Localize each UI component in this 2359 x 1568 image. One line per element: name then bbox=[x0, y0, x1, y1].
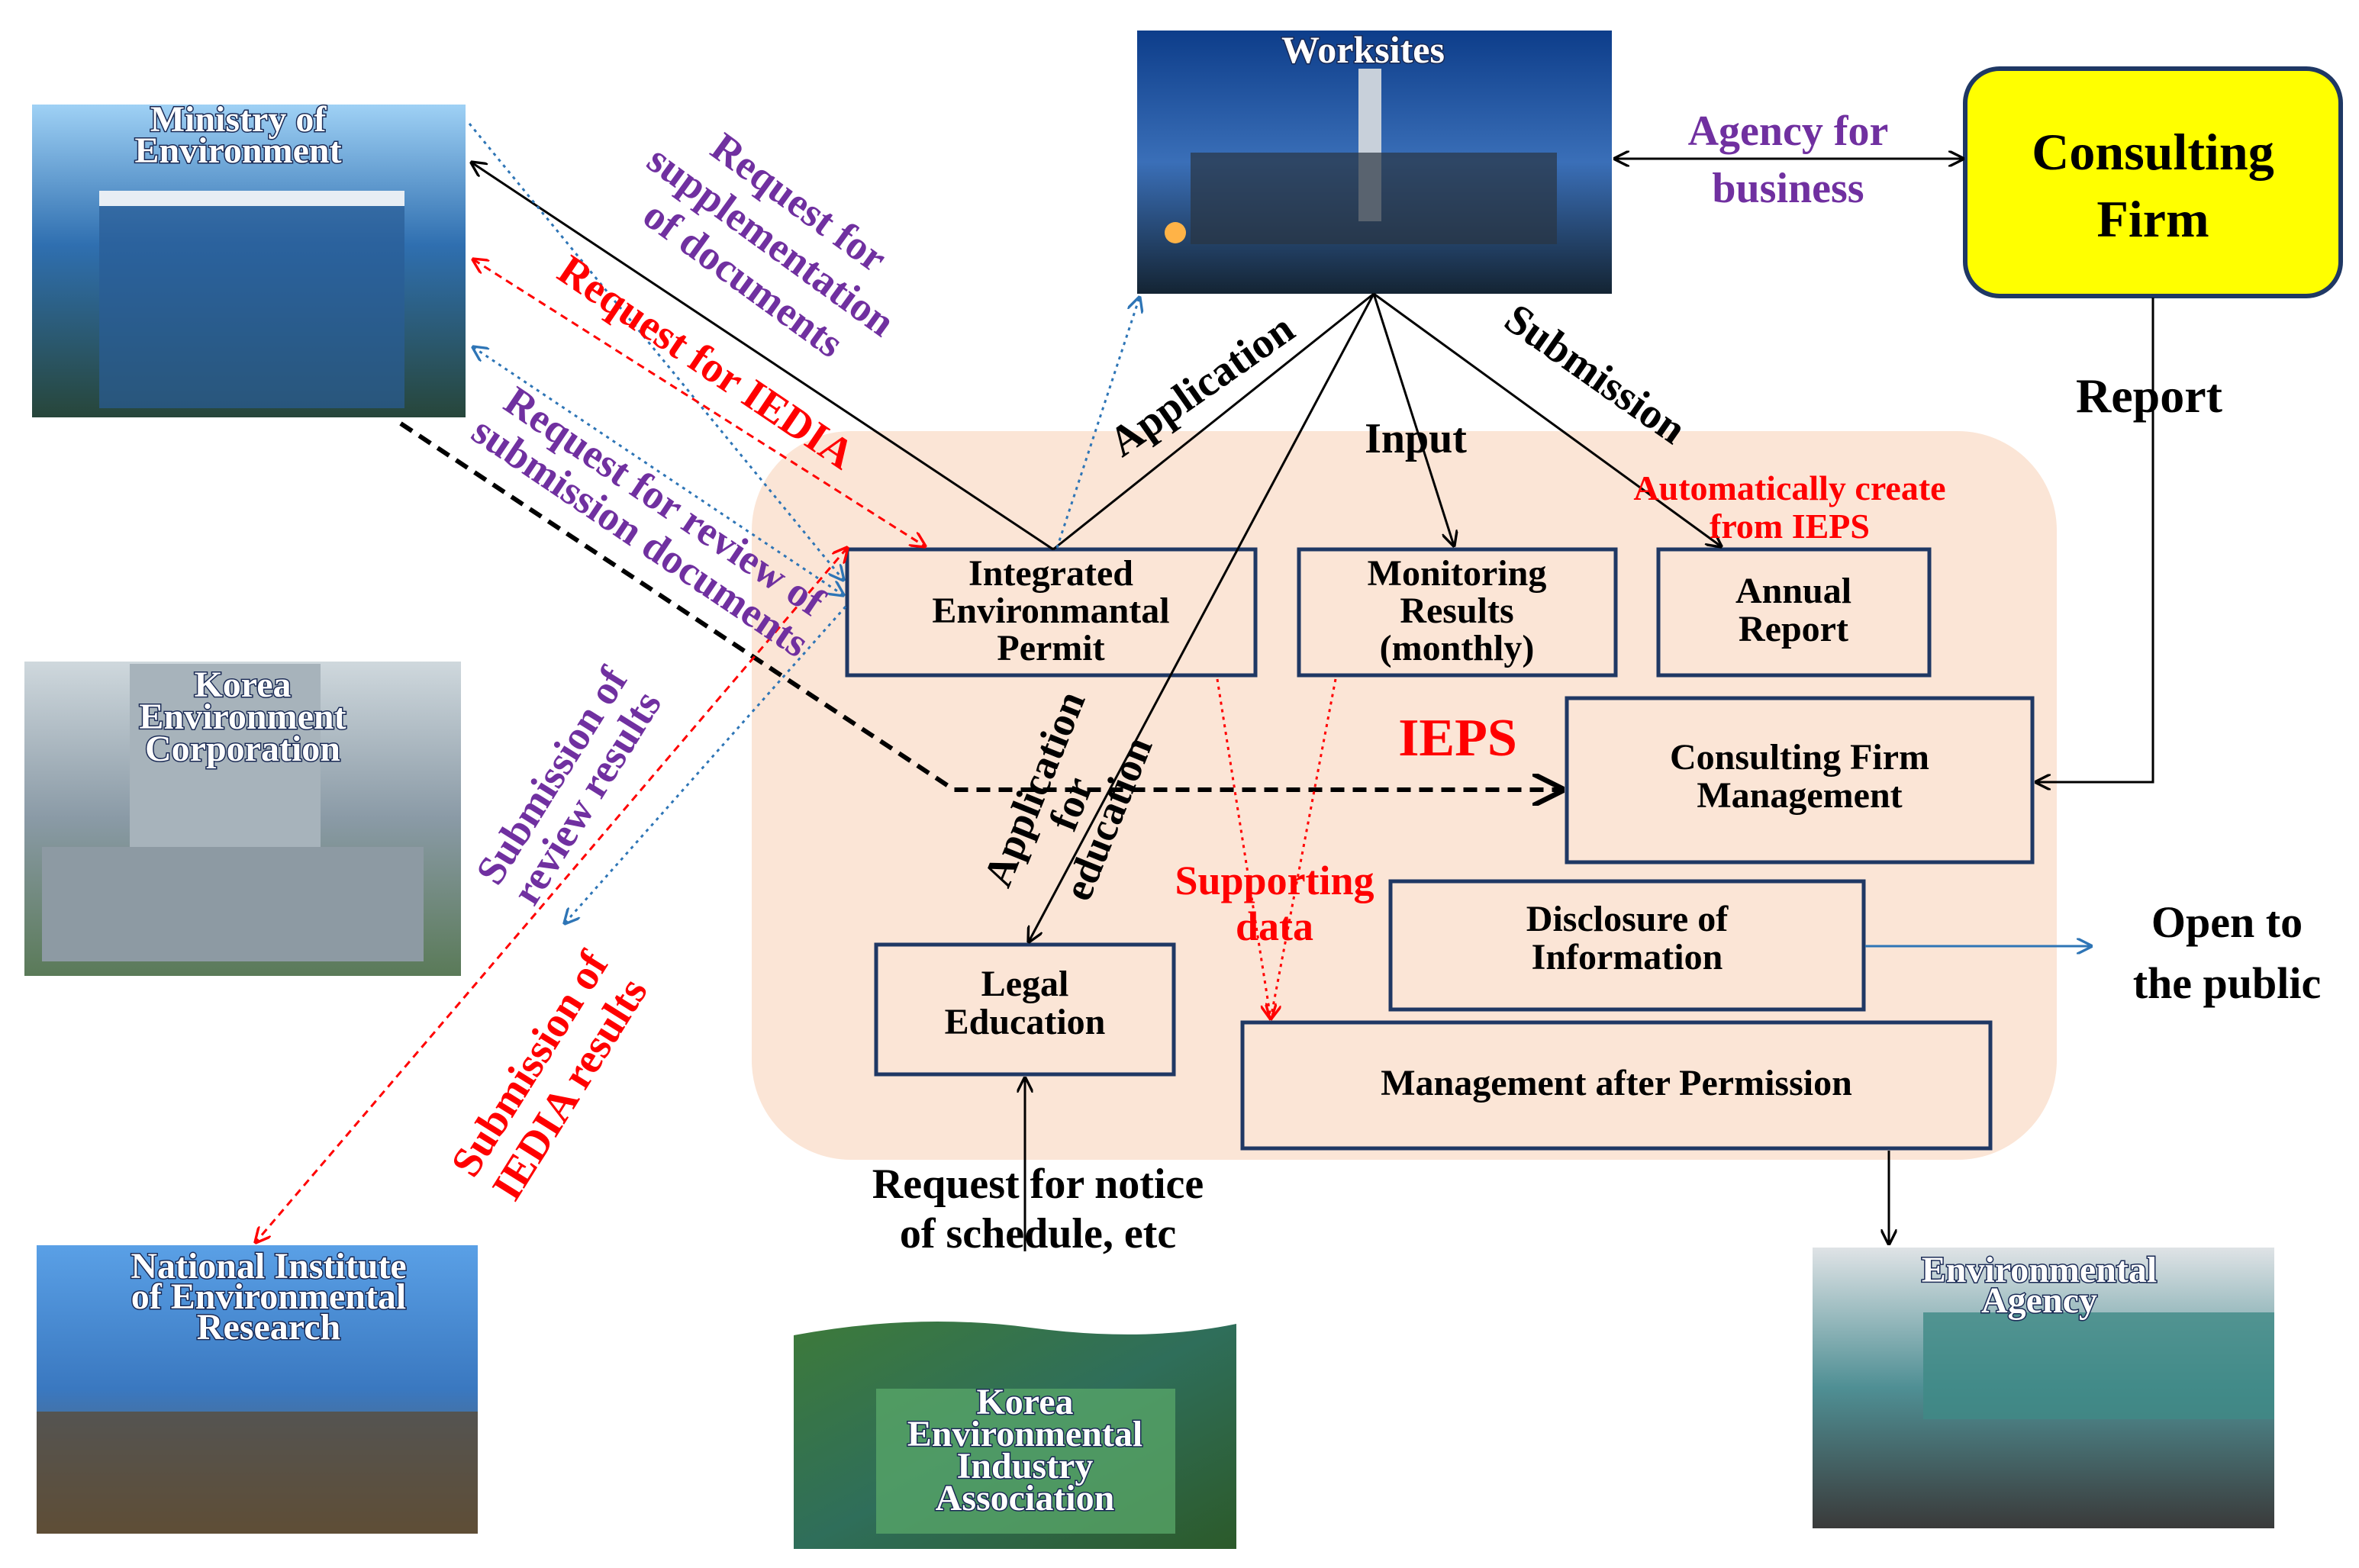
svg-text:Agency for: Agency for bbox=[1688, 108, 1889, 155]
label-auto-create: Automatically create from IEPS bbox=[1633, 468, 1945, 546]
ieps-label: IEPS bbox=[1398, 709, 1517, 768]
integrated-environmental-permit-box: Integrated Environmantal Permit bbox=[845, 547, 1258, 678]
label-supporting-data: Supporting data bbox=[1175, 858, 1374, 949]
photo-ministry-of-environment: Ministry of Environment bbox=[32, 98, 466, 417]
photo-title: Ministry of Environment bbox=[134, 98, 343, 172]
legal-education-box: Legal Education bbox=[874, 942, 1176, 1077]
svg-text:data: data bbox=[1236, 903, 1313, 949]
svg-text:Environment: Environment bbox=[139, 697, 346, 737]
svg-text:from IEPS: from IEPS bbox=[1710, 507, 1870, 546]
svg-text:National Institute: National Institute bbox=[131, 1246, 406, 1286]
label-agency-for-business: Agency for business bbox=[1688, 108, 1889, 212]
disclosure-of-information-box: Disclosure of Information bbox=[1388, 879, 1866, 1012]
photo-national-institute-of-environmental-research: National Institute of Environmental Rese… bbox=[37, 1245, 478, 1534]
arrow-input bbox=[1372, 293, 1454, 546]
arrow-report bbox=[2036, 298, 2154, 782]
svg-text:Environmental: Environmental bbox=[907, 1414, 1142, 1454]
photo-korea-environment-corporation: Korea Environment Corporation bbox=[24, 662, 461, 976]
consulting-firm-box: Consulting Firm bbox=[1963, 66, 2343, 298]
svg-text:Research: Research bbox=[197, 1307, 340, 1347]
svg-text:Industry: Industry bbox=[957, 1446, 1094, 1486]
svg-text:Report: Report bbox=[1739, 609, 1848, 649]
arrow-worksites-to-iep bbox=[1052, 292, 1374, 551]
svg-text:Supporting: Supporting bbox=[1175, 858, 1374, 903]
consulting-firm-management-box: Consulting Firm Management bbox=[1565, 696, 2035, 864]
arrows bbox=[256, 123, 2154, 1251]
annual-report-box: Annual Report bbox=[1656, 547, 1932, 678]
label-open-to-public: Open to the public bbox=[2133, 897, 2322, 1008]
photo-title: National Institute of Environmental Rese… bbox=[130, 1245, 408, 1349]
arrow-ministry-to-cfm bbox=[399, 421, 1561, 790]
svg-text:Firm: Firm bbox=[2096, 190, 2209, 248]
photo-environmental-agency: Environmental Agency bbox=[1813, 1248, 2274, 1528]
svg-text:Request for notice: Request for notice bbox=[872, 1161, 1204, 1208]
label-request-notice: Request for notice of schedule, etc bbox=[872, 1161, 1204, 1257]
svg-text:Environmantal: Environmantal bbox=[932, 591, 1169, 631]
svg-text:Association: Association bbox=[936, 1478, 1115, 1518]
svg-text:Environment: Environment bbox=[134, 130, 341, 171]
label-input: Input bbox=[1365, 415, 1467, 462]
svg-text:Disclosure of: Disclosure of bbox=[1526, 899, 1729, 939]
svg-text:Korea: Korea bbox=[976, 1382, 1073, 1422]
svg-text:Environmental: Environmental bbox=[1922, 1250, 2157, 1290]
arrow-iep-to-worksites bbox=[1055, 298, 1139, 549]
photo-title: Environmental Agency bbox=[1920, 1249, 2158, 1322]
svg-text:Consulting Firm: Consulting Firm bbox=[1670, 737, 1929, 778]
svg-text:Information: Information bbox=[1532, 937, 1723, 977]
svg-text:of schedule, etc: of schedule, etc bbox=[900, 1210, 1176, 1257]
photo-korea-environmental-industry-association: Korea Environmental Industry Association bbox=[794, 1322, 1236, 1549]
label-submission: Submission bbox=[1496, 295, 1694, 453]
label-report: Report bbox=[2076, 369, 2223, 423]
svg-text:Consulting: Consulting bbox=[2032, 123, 2274, 181]
arrow-application-for-education bbox=[1029, 293, 1375, 942]
svg-text:Results: Results bbox=[1400, 591, 1513, 631]
svg-text:(monthly): (monthly) bbox=[1380, 628, 1535, 668]
label-submission-iedia-results: Submission of IEDIA results bbox=[442, 942, 656, 1209]
svg-text:Annual: Annual bbox=[1735, 571, 1851, 611]
svg-text:Integrated: Integrated bbox=[968, 553, 1133, 594]
svg-text:Open to: Open to bbox=[2151, 897, 2303, 947]
monitoring-results-box: Monitoring Results (monthly) bbox=[1297, 547, 1618, 678]
svg-text:Management: Management bbox=[1697, 775, 1902, 816]
svg-text:Legal: Legal bbox=[981, 964, 1069, 1004]
svg-text:Permit: Permit bbox=[997, 628, 1104, 668]
photo-worksites: Worksites bbox=[1137, 27, 1612, 294]
management-after-permission-box: Management after Permission bbox=[1240, 1020, 1993, 1151]
photo-title: Korea Environmental Industry Association bbox=[906, 1381, 1143, 1520]
svg-text:of Environmental: of Environmental bbox=[131, 1277, 406, 1317]
svg-text:business: business bbox=[1712, 165, 1864, 212]
svg-text:Management after Permission: Management after Permission bbox=[1381, 1063, 1852, 1103]
photo-title: Korea Environment Corporation bbox=[138, 664, 347, 771]
svg-text:Corporation: Corporation bbox=[145, 729, 340, 769]
svg-text:Agency: Agency bbox=[1981, 1280, 2097, 1321]
svg-text:the public: the public bbox=[2133, 958, 2322, 1008]
photo-title: Worksites bbox=[1281, 28, 1445, 71]
arrow-request-iedia bbox=[473, 259, 925, 546]
svg-text:Automatically create: Automatically create bbox=[1633, 468, 1945, 507]
svg-text:Monitoring: Monitoring bbox=[1368, 553, 1547, 594]
svg-text:Education: Education bbox=[945, 1002, 1106, 1042]
arrow-iedia-results bbox=[256, 548, 847, 1242]
arrow-submission bbox=[1373, 292, 1721, 546]
arrow-request-review bbox=[473, 347, 843, 595]
svg-text:Ministry of: Ministry of bbox=[150, 99, 327, 140]
